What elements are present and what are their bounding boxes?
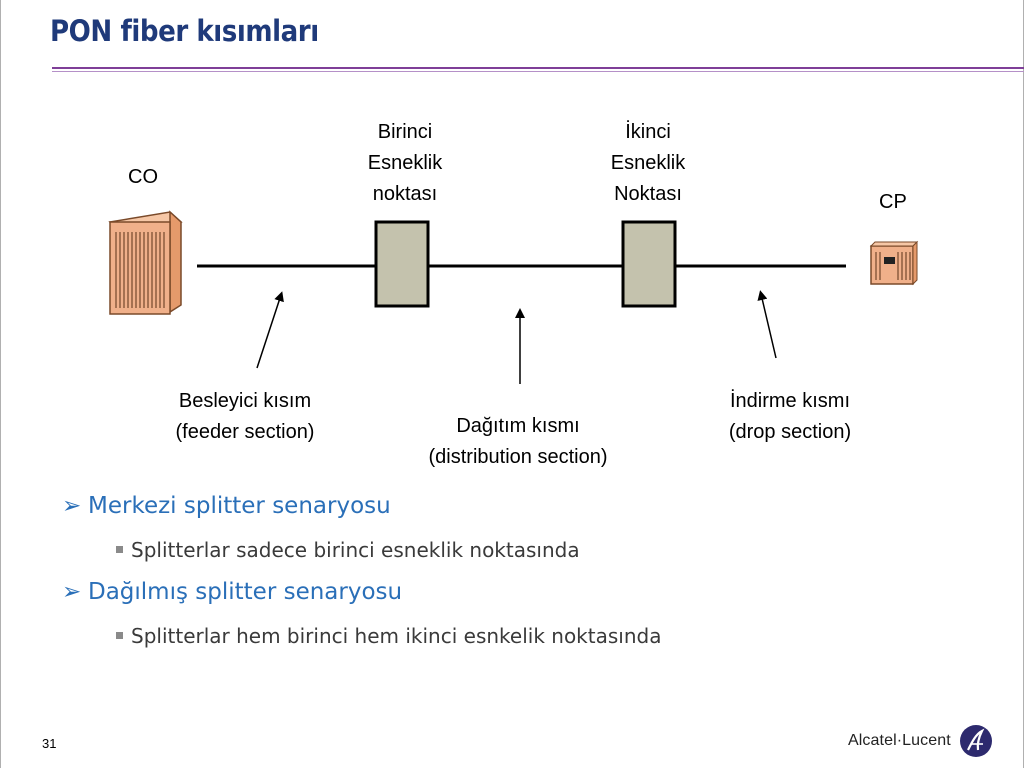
sub-bullet-text: Splitterlar sadece birinci esneklik nokt…	[131, 538, 580, 562]
second-point-line-3: Noktası	[614, 183, 682, 205]
second-flexibility-node	[621, 220, 677, 308]
slide-frame-left	[0, 0, 1, 768]
slide-title: PON fiber kısımları	[50, 14, 319, 48]
company-logo: Alcatel·Lucent	[848, 724, 993, 758]
second-point-line-1: İkinci	[625, 121, 671, 143]
title-rule-thin	[52, 71, 1024, 72]
drop-line-1: İndirme kısmı	[729, 390, 851, 412]
title-rule	[52, 67, 1024, 69]
first-point-line-1: Birinci	[377, 121, 433, 143]
first-flexibility-node	[374, 220, 430, 308]
first-point-line-3: noktası	[372, 183, 438, 205]
feeder-arrow	[256, 291, 284, 369]
cp-label: CP	[879, 191, 907, 213]
distribution-line-2: (distribution section)	[428, 446, 608, 468]
bullet-distributed: ➢Dağılmış splitter senaryosu	[62, 579, 402, 605]
co-label: CO	[128, 166, 158, 188]
feeder-section-label: Besleyici kısım (feeder section)	[140, 386, 350, 448]
distribution-line-1: Dağıtım kısmı	[456, 415, 580, 437]
page-number: 31	[42, 736, 57, 751]
bullet-text: Dağılmış splitter senaryosu	[88, 579, 403, 605]
distribution-section-label: Dağıtım kısmı (distribution section)	[393, 411, 643, 473]
logo-text: Alcatel·Lucent	[848, 732, 951, 749]
square-bullet-icon	[116, 632, 123, 639]
second-point-label: İkinci Esneklik Noktası	[588, 117, 708, 210]
square-bullet-icon	[116, 546, 123, 553]
sub-bullet-distributed: Splitterlar hem birinci hem ikinci esnke…	[116, 624, 661, 648]
first-point-line-2: Esneklik	[367, 152, 443, 174]
co-equipment-icon	[108, 210, 183, 315]
bullet-arrow-icon: ➢	[62, 579, 82, 605]
cp-equipment-icon	[869, 240, 919, 286]
bullet-text: Merkezi splitter senaryosu	[88, 493, 391, 519]
drop-section-label: İndirme kısmı (drop section)	[690, 386, 890, 448]
second-point-line-2: Esneklik	[610, 152, 686, 174]
pon-diagram	[108, 210, 919, 384]
drop-line-2: (drop section)	[728, 421, 852, 443]
sub-bullet-centralized: Splitterlar sadece birinci esneklik nokt…	[116, 538, 580, 562]
sub-bullet-text: Splitterlar hem birinci hem ikinci esnke…	[131, 624, 662, 648]
first-point-label: Birinci Esneklik noktası	[345, 117, 465, 210]
bullet-arrow-icon: ➢	[62, 493, 82, 519]
feeder-line-1: Besleyici kısım	[178, 390, 312, 412]
alcatel-lucent-logo-icon	[959, 725, 992, 757]
bullet-centralized: ➢Merkezi splitter senaryosu	[62, 493, 391, 519]
feeder-line-2: (feeder section)	[175, 421, 315, 443]
drop-arrow	[757, 290, 777, 359]
